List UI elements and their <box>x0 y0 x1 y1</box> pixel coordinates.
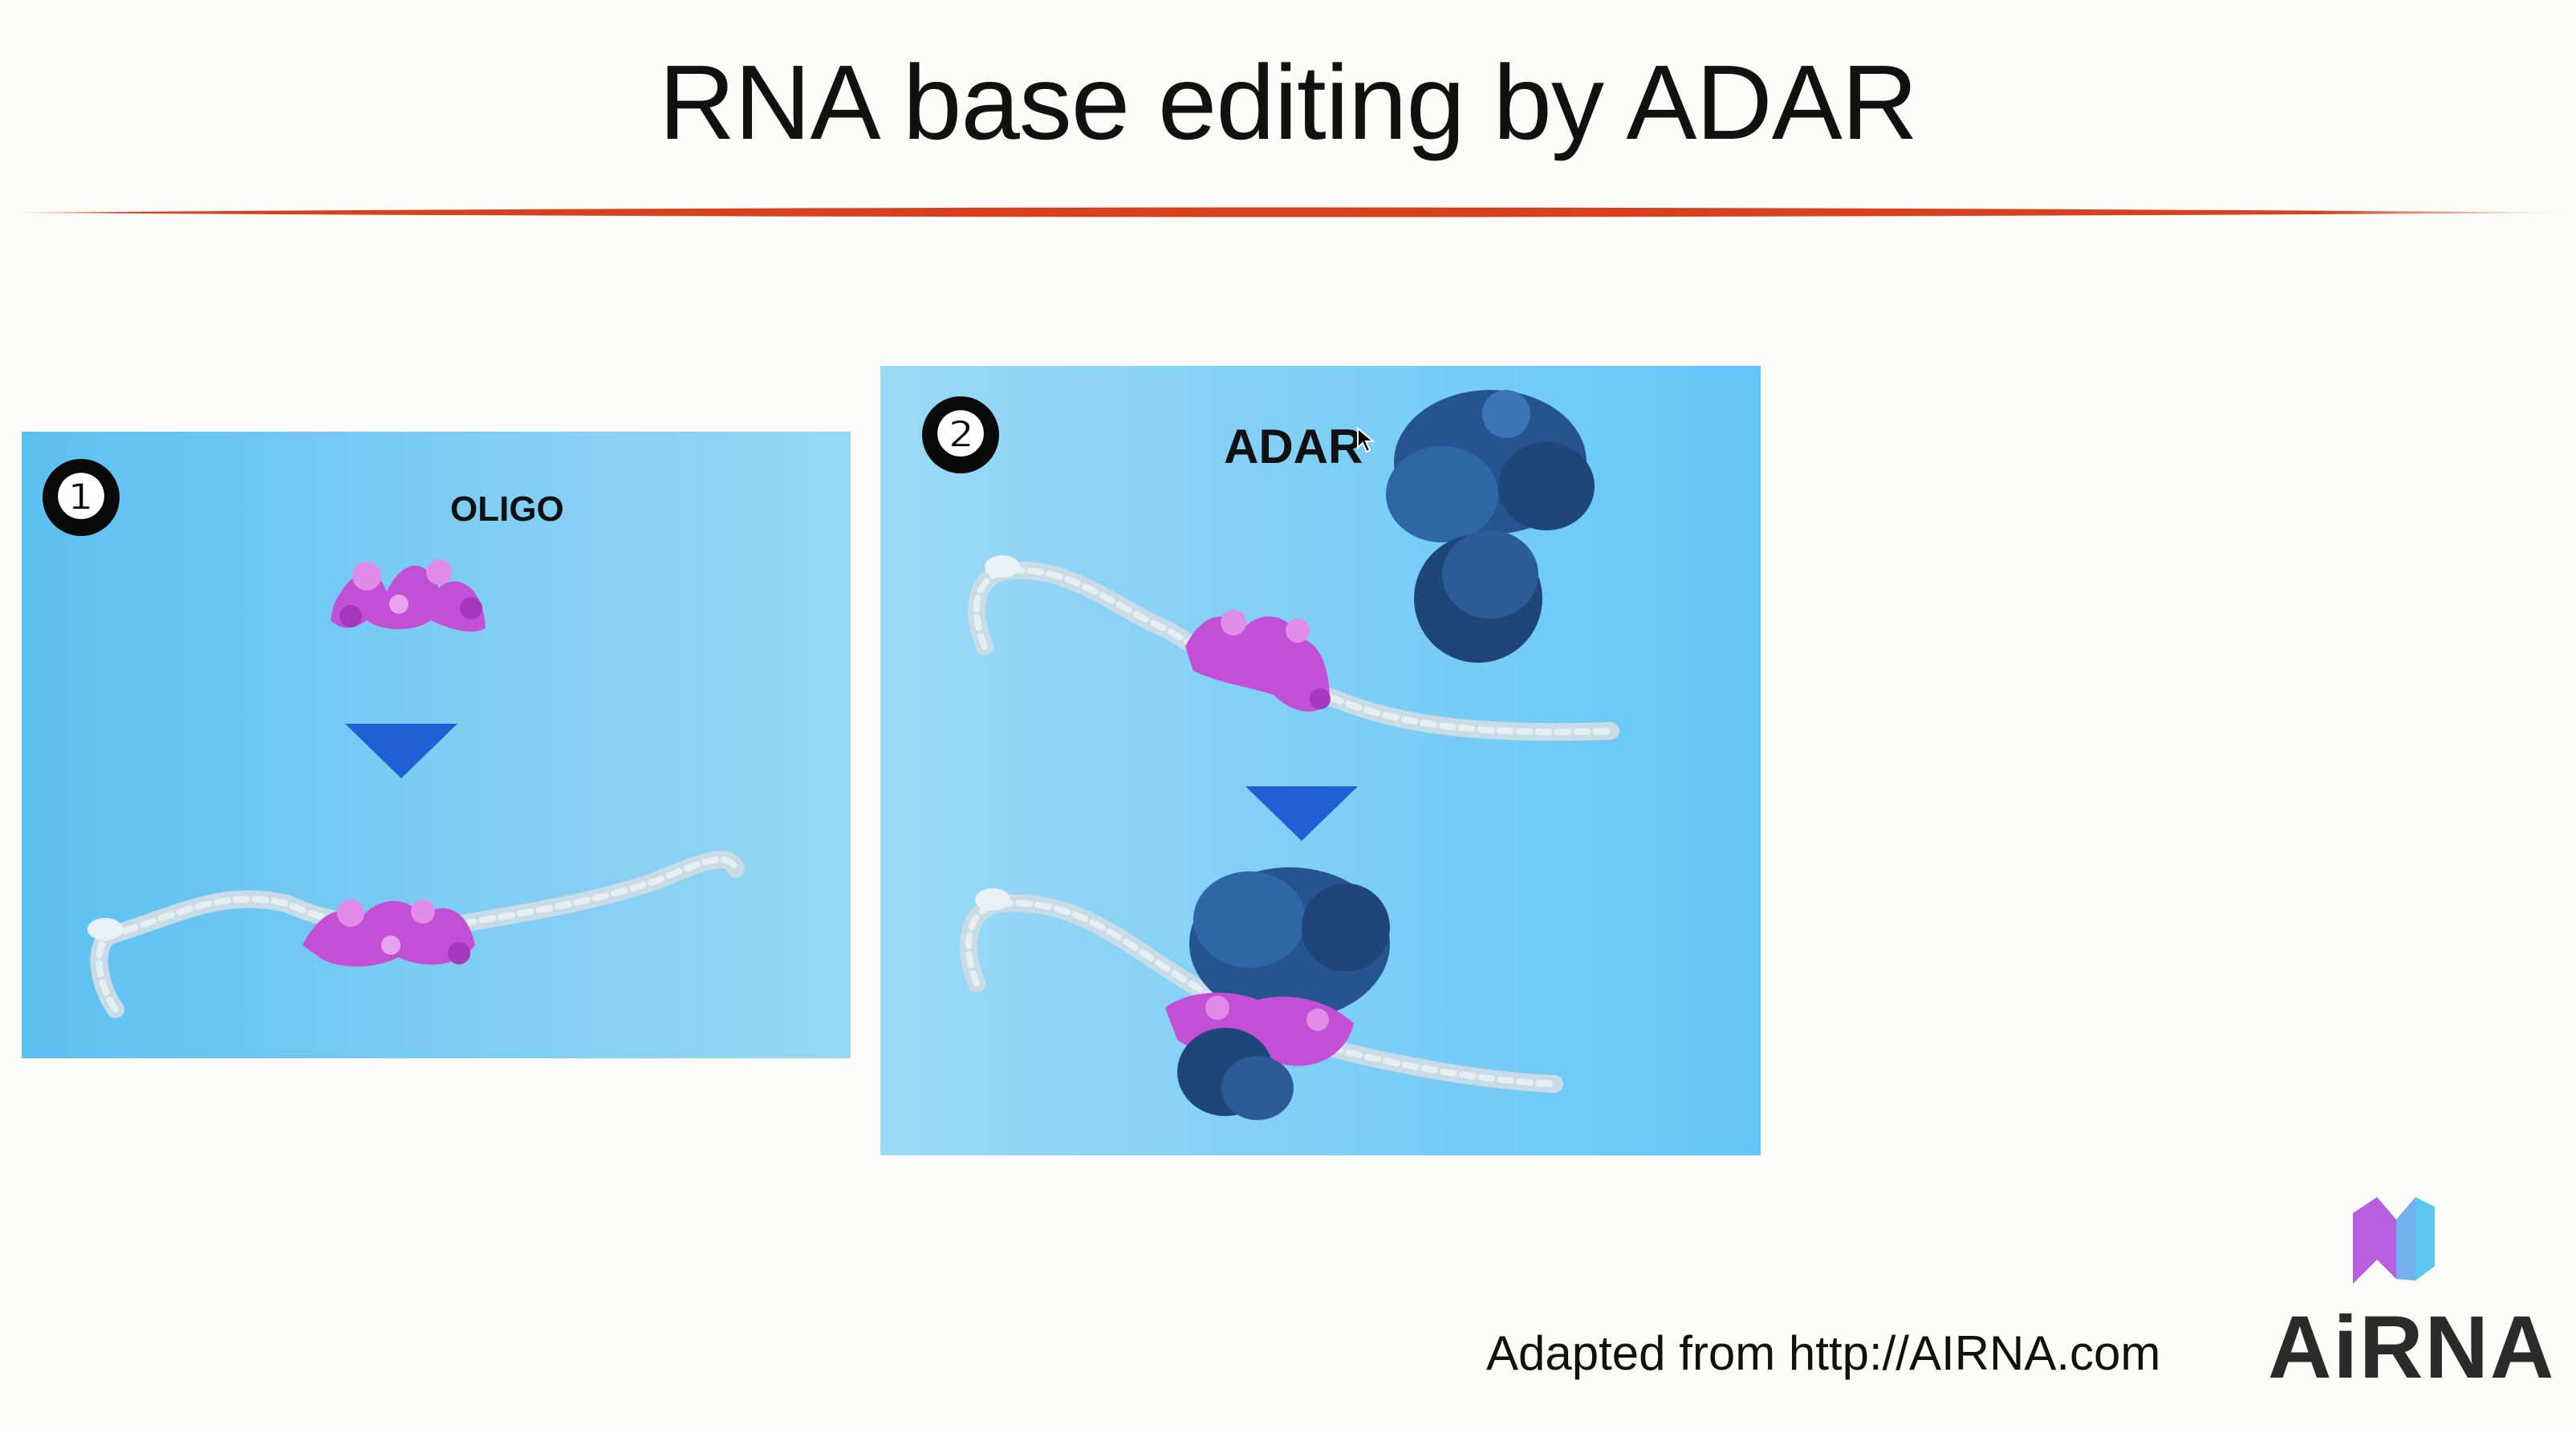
bound-oligo-molecule-icon <box>303 899 475 967</box>
step-2-badge: ❷ <box>922 396 999 473</box>
source-caption: Adapted from http://AIRNA.com <box>1486 1326 2161 1380</box>
adar-rna-complex-icon <box>1165 867 1390 1120</box>
adar-label: ADAR <box>1224 420 1363 473</box>
panel-2-illustration <box>960 390 1619 1120</box>
adar-protein-icon <box>1386 390 1595 663</box>
title-divider <box>16 207 2576 217</box>
airna-logo-icon <box>2353 1197 2435 1284</box>
bound-oligo-molecule-icon <box>1185 610 1331 712</box>
rna-strand-icon <box>960 888 1563 1093</box>
down-triangle-arrow-icon <box>1245 786 1358 841</box>
down-triangle-arrow-icon <box>345 724 457 778</box>
mouse-cursor-icon <box>1357 427 1375 453</box>
slide-title: RNA base editing by ADAR <box>658 43 1918 161</box>
panel-step-1: ❶ OLIGO <box>22 432 851 1058</box>
airna-logo-text: AiRNA <box>2268 1298 2556 1397</box>
oligo-label: OLIGO <box>450 489 564 529</box>
step-1-badge: ❶ <box>43 459 120 536</box>
oligo-molecule-icon <box>331 559 486 632</box>
panel-step-2: ❷ ADAR <box>880 366 1761 1155</box>
panel-1-illustration <box>87 559 745 1018</box>
